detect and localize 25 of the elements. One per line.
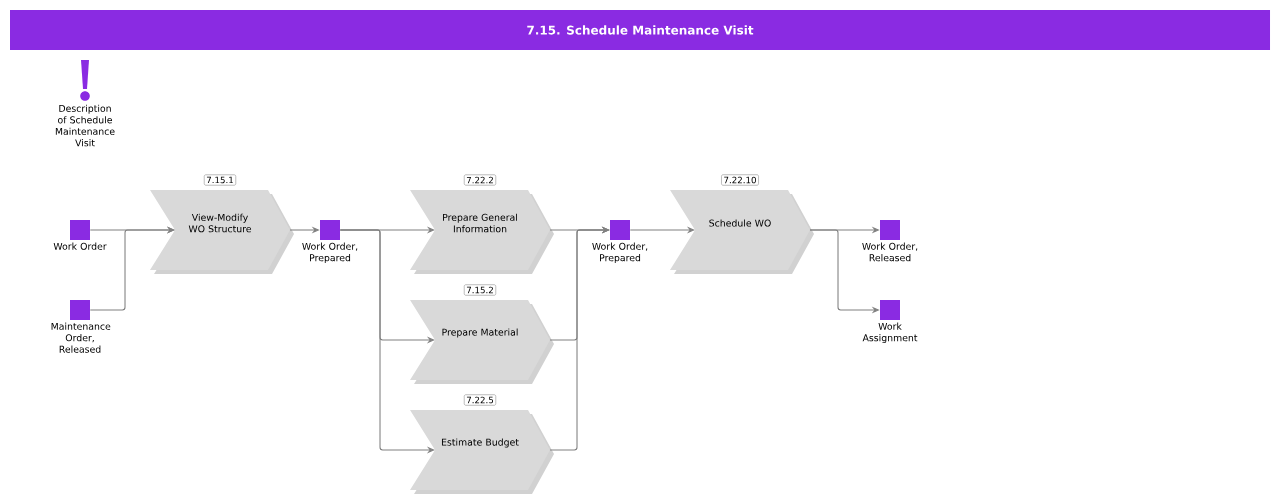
process-step: Prepare General Information: [410, 190, 554, 274]
process-step: View-Modify WO Structure: [150, 190, 294, 274]
node-label: Work Assignment: [862, 322, 918, 344]
node-label: Work Order, Prepared: [302, 242, 358, 264]
node-label: Work Order, Prepared: [592, 242, 648, 264]
process-step: Schedule WO: [670, 190, 814, 274]
step-number-tag: 7.22.10: [721, 174, 759, 186]
step-number-tag: 7.15.1: [203, 174, 237, 186]
node-label: Work Order: [53, 242, 107, 250]
event-square: Work Order, Prepared: [592, 220, 648, 264]
step-number-tag: 7.22.5: [463, 394, 497, 406]
node-label: Maintenance Order, Released: [51, 322, 111, 353]
event-square: Work Order, Released: [862, 220, 918, 262]
step-number-tag: 7.15.2: [463, 284, 497, 296]
description-label: Description of Schedule Maintenance Visit: [55, 104, 115, 147]
title-bar: 7.15. Schedule Maintenance Visit: [10, 10, 1270, 50]
event-square: Work Order, Prepared: [302, 220, 358, 264]
event-square: Maintenance Order, Released: [51, 300, 111, 353]
arrow: [89, 226, 175, 311]
event-square: Work Assignment: [862, 300, 918, 344]
process-step: Prepare Material: [410, 300, 554, 384]
event-square: Work Order: [53, 220, 107, 250]
process-step: Estimate Budget: [410, 410, 554, 494]
step-number-tag: 7.22.2: [463, 174, 497, 186]
node-label: Work Order, Released: [862, 242, 918, 262]
